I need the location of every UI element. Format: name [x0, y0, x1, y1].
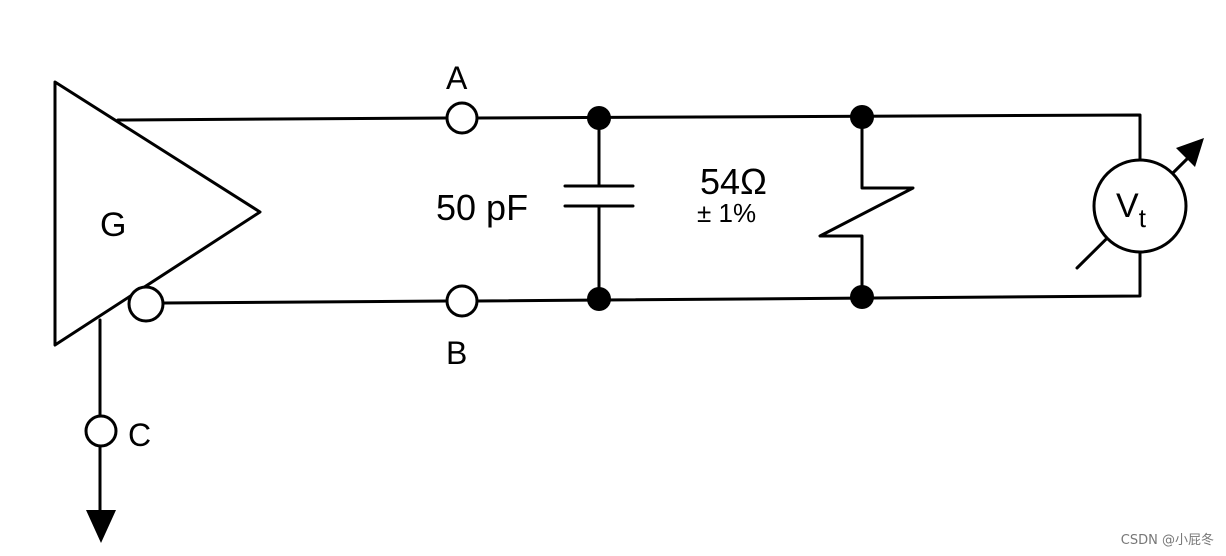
resistor-zigzag [818, 115, 915, 299]
generator-label: G [100, 206, 126, 244]
ground-arrow-icon [86, 510, 116, 543]
generator-triangle [53, 80, 262, 347]
terminal-a [445, 101, 479, 135]
terminal-a-label: A [446, 60, 468, 96]
capacitor-plates [563, 184, 635, 208]
terminal-generator-output [127, 285, 165, 323]
node-cap-top [587, 106, 611, 130]
watermark: CSDN @小屁冬 [1120, 533, 1214, 548]
meter-arrow-head-icon [1176, 138, 1204, 167]
node-cap-bottom [587, 287, 611, 311]
terminal-c [84, 414, 118, 448]
bottom-wire [162, 248, 1142, 305]
resistor-tolerance-label: ± 1% [697, 198, 756, 228]
resistor-value-label: 54Ω [700, 161, 767, 202]
terminal-b-label: B [446, 335, 467, 371]
voltmeter-subscript: t [1139, 203, 1147, 233]
terminal-c-label: C [128, 417, 151, 453]
top-wire [116, 113, 1142, 162]
terminal-b [445, 284, 479, 318]
voltmeter [1092, 158, 1188, 254]
node-res-top [850, 105, 874, 129]
capacitor-label: 50 pF [436, 187, 528, 228]
node-res-bottom [850, 285, 874, 309]
voltmeter-label: Vt [1116, 187, 1147, 233]
